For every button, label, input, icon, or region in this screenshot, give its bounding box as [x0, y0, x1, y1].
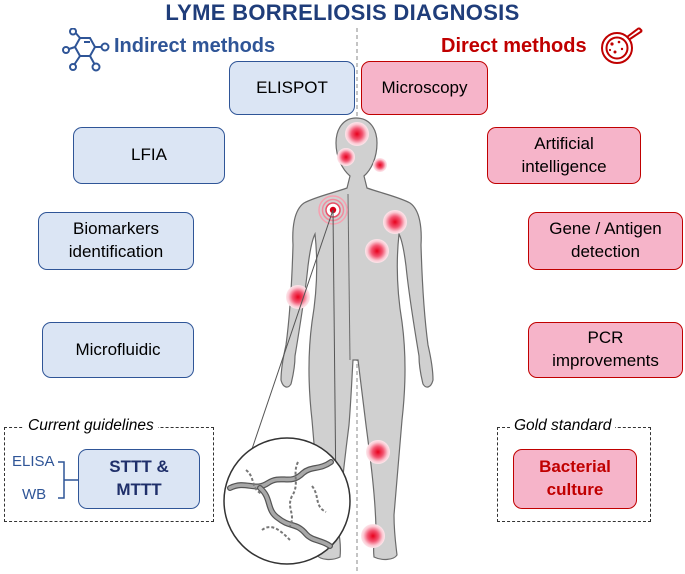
pcr-label-line1: PCR: [587, 328, 624, 348]
microscopy-label: Microscopy: [381, 77, 468, 97]
elispot-box: ELISPOT: [229, 61, 355, 115]
molecule-icon: [62, 28, 110, 72]
elispot-label: ELISPOT: [256, 77, 328, 97]
elisa-label: ELISA: [12, 453, 55, 470]
biomarkers-identification-box: Biomarkers identification: [38, 212, 194, 270]
bacterial-label: Bacterial: [539, 457, 611, 477]
pcr-improvements-box: PCR improvements: [528, 322, 683, 378]
biomarkers-label-line2: identification: [68, 242, 164, 261]
gene-antigen-detection-box: Gene / Antigen detection: [528, 212, 683, 270]
zoom-line: [251, 209, 334, 450]
gene-antigen-label-line2: detection: [570, 242, 640, 261]
artificial-intelligence-box: Artificial intelligence: [487, 127, 641, 184]
gene-antigen-label-line1: Gene / Antigen: [549, 219, 662, 239]
infection-site-icon: [286, 122, 407, 548]
sttt-mttt-box: STTT & MTTT: [78, 449, 200, 509]
bracket-connector: [58, 461, 78, 499]
microfluidic-box: Microfluidic: [42, 322, 194, 378]
current-guidelines-label: Current guidelines: [24, 417, 158, 435]
pcr-label-line2: improvements: [552, 351, 659, 370]
zoom-line: [332, 209, 337, 501]
lfia-label: LFIA: [131, 145, 167, 165]
indirect-methods-heading: Indirect methods: [114, 35, 276, 57]
lfia-box: LFIA: [73, 127, 225, 184]
bacterial-culture-box: Bacterial culture: [513, 449, 637, 509]
ai-label-line1: Artificial: [534, 133, 594, 153]
petri-dish-magnifier-icon: [601, 27, 643, 64]
gold-standard-label: Gold standard: [510, 417, 616, 435]
microfluidic-label: Microfluidic: [75, 339, 161, 359]
sttt-label: STTT &: [109, 457, 169, 477]
diagram-title: LYME BORRELIOSIS DIAGNOSIS: [165, 0, 520, 25]
mttt-label: MTTT: [116, 480, 162, 499]
borrelia-spirochete-icon: [223, 437, 351, 565]
culture-label: culture: [546, 480, 604, 499]
ai-label-line2: intelligence: [521, 156, 607, 176]
microscopy-box: Microscopy: [361, 61, 488, 115]
biomarkers-label-line1: Biomarkers: [73, 219, 159, 239]
wb-label: WB: [22, 486, 47, 503]
body-midline: [347, 193, 351, 361]
direct-methods-heading: Direct methods: [441, 35, 587, 57]
